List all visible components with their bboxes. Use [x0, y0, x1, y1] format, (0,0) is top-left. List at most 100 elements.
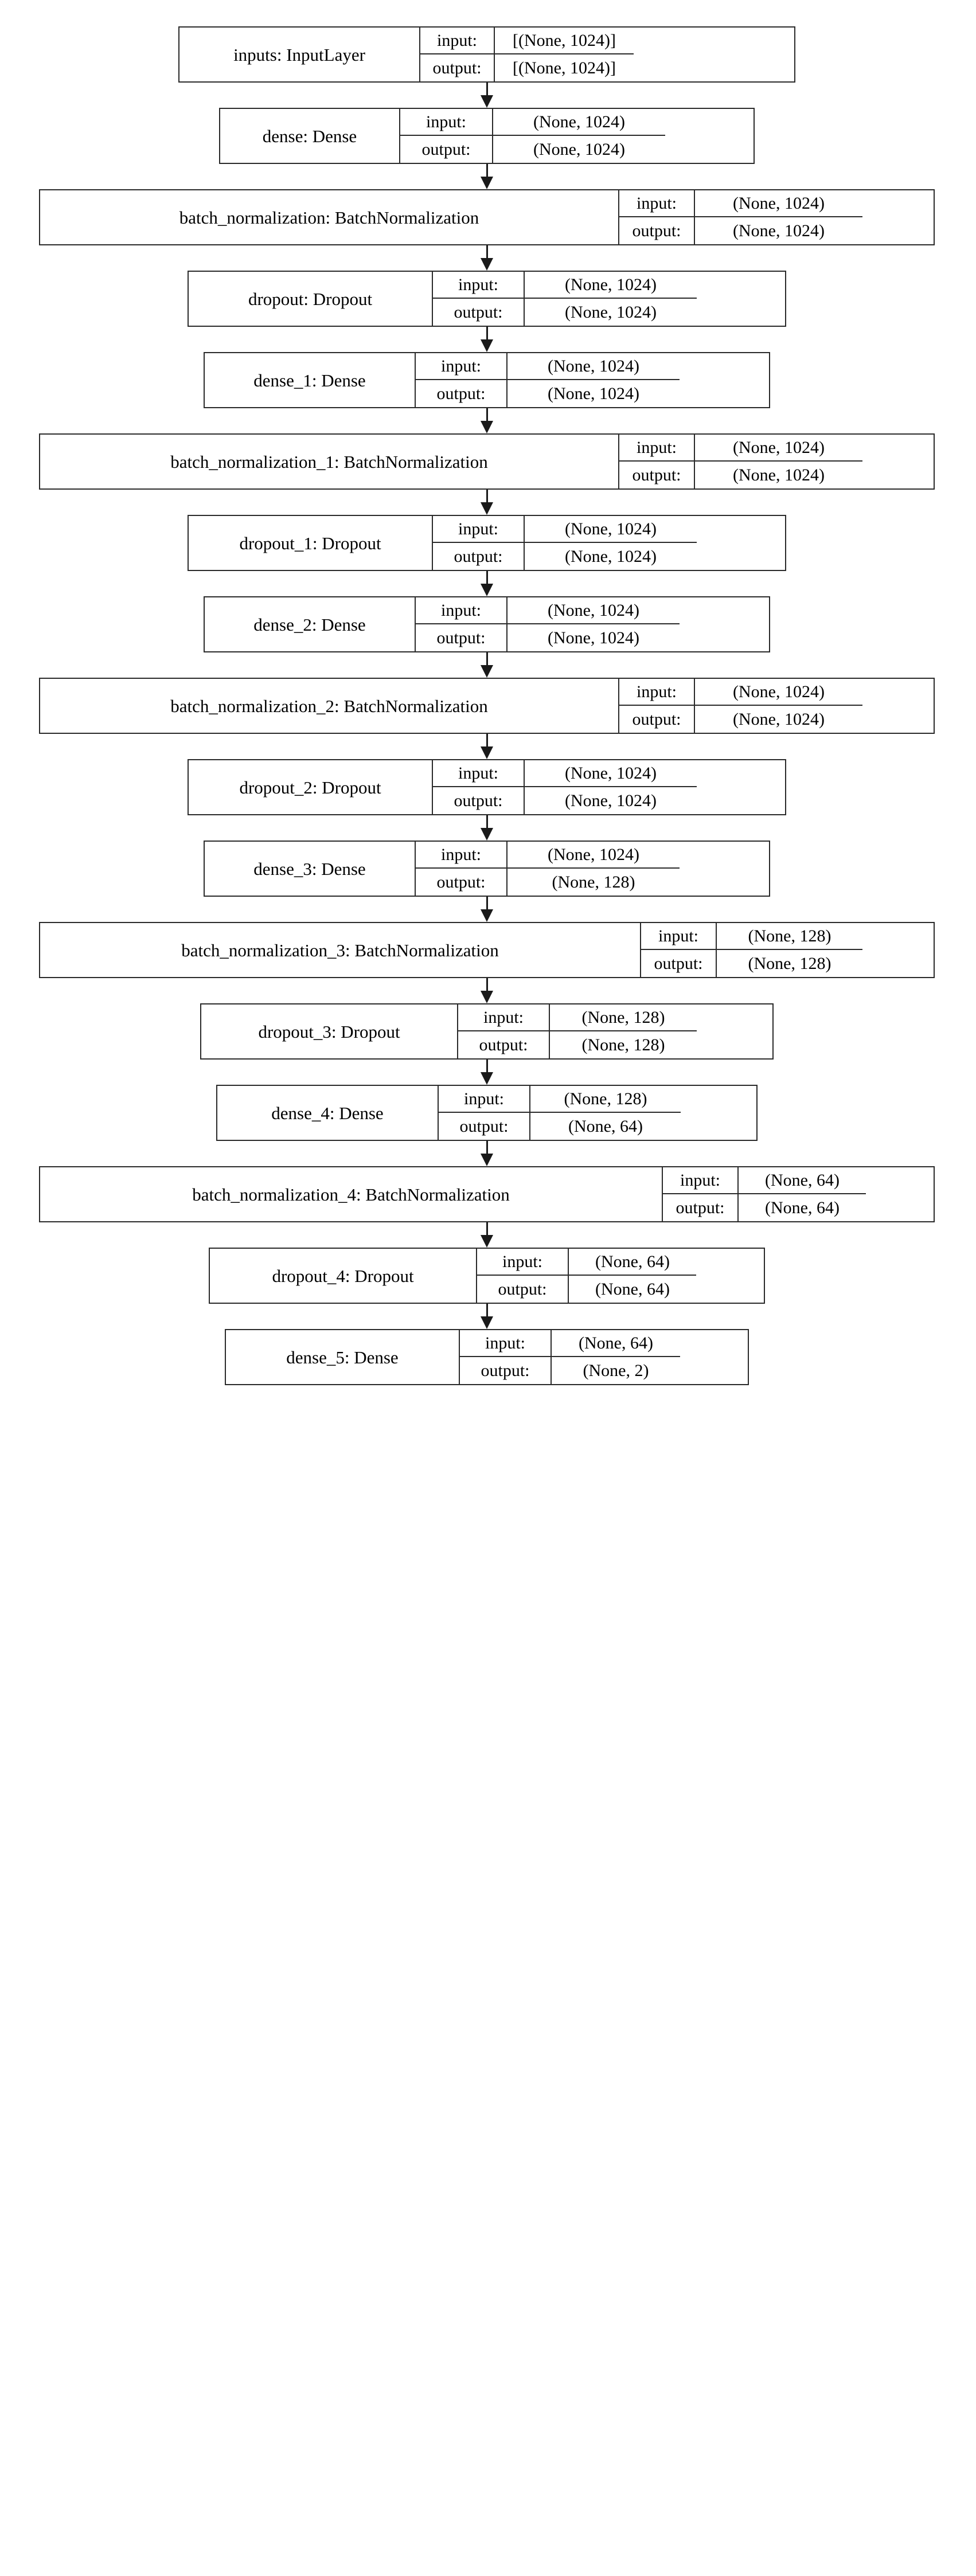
output-label: output:: [479, 1035, 528, 1054]
io-shape-column: (None, 1024)(None, 1024): [506, 597, 680, 651]
edge-arrow: [481, 327, 493, 352]
edge-line: [486, 978, 488, 991]
io-shape-column: (None, 1024)(None, 1024): [506, 353, 680, 407]
io-shape-column: (None, 128) (None, 128): [716, 923, 862, 977]
arrowhead-icon: [481, 1154, 493, 1166]
output-label: output:: [459, 1116, 509, 1136]
edge-line: [486, 815, 488, 828]
io-shape-column: [(None, 1024)][(None, 1024)]: [494, 28, 634, 81]
input-label: input:: [663, 1167, 737, 1194]
layer-name: dropout: Dropout: [248, 288, 373, 309]
input-label: input:: [477, 1249, 568, 1276]
input-shape: (None, 128): [717, 923, 862, 950]
output-label: output:: [632, 709, 681, 729]
input-label: input:: [416, 597, 506, 624]
layer-name: batch_normalization_3: BatchNormalizatio…: [181, 940, 499, 960]
io-shape-column: (None, 1024)(None, 1024): [694, 190, 862, 244]
arrowhead-icon: [481, 909, 493, 922]
io-label-column: input:output:: [438, 1086, 529, 1140]
io-label-column: input:output:: [640, 923, 716, 977]
layer-name: dense: Dense: [262, 126, 357, 146]
edge-arrow: [481, 1141, 493, 1166]
output-label: output:: [632, 221, 681, 240]
arrowhead-icon: [481, 502, 493, 515]
layer-node[interactable]: batch_normalization_3: BatchNormalizatio…: [39, 922, 935, 978]
layer-name: batch_normalization_1: BatchNormalizatio…: [170, 451, 488, 472]
edge-arrow: [481, 164, 493, 189]
io-label-column: input:output:: [415, 842, 506, 896]
layer-name: dropout_3: Dropout: [258, 1021, 400, 1042]
layer-node[interactable]: dense_5: Dense input:output:(None, 64)(No…: [225, 1329, 749, 1385]
input-label: input:: [619, 190, 694, 217]
io-label-column: input:output:: [432, 760, 524, 814]
layer-node[interactable]: batch_normalization_2: BatchNormalizatio…: [39, 678, 935, 734]
output-shape: (None, 1024): [565, 546, 657, 566]
layer-node[interactable]: dropout_3: Dropout input: output: (None, 12…: [200, 1003, 774, 1060]
layer-name: inputs: InputLayer: [233, 44, 365, 65]
edge-arrow: [481, 815, 493, 841]
input-shape: (None, 64): [739, 1167, 866, 1194]
io-label-column: input:output:: [415, 597, 506, 651]
input-label: input:: [460, 1330, 551, 1357]
edge-line: [486, 83, 488, 96]
input-shape: (None, 1024): [493, 109, 665, 136]
input-shape: (None, 128): [550, 1004, 697, 1031]
arrowhead-icon: [481, 746, 493, 759]
input-shape: (None, 1024): [695, 435, 862, 462]
input-shape: (None, 128): [530, 1086, 681, 1113]
layer-node[interactable]: batch_normalization_1: BatchNormalizatio…: [39, 433, 935, 490]
input-shape: (None, 64): [569, 1249, 696, 1276]
arrowhead-icon: [481, 1316, 493, 1329]
io-shape-column: (None, 64)(None, 64): [568, 1249, 696, 1303]
input-label: input:: [420, 28, 494, 54]
output-shape: (None, 1024): [548, 384, 639, 403]
edge-line: [486, 1222, 488, 1236]
io-shape-column: (None, 64)(None, 2): [551, 1330, 680, 1384]
io-label-column: input:output:: [399, 109, 492, 163]
io-shape-column: (None, 1024)(None, 1024): [694, 435, 862, 488]
input-label: input:: [619, 435, 694, 462]
edge-arrow: [481, 245, 493, 271]
output-label: output:: [454, 302, 503, 322]
edge-arrow: [481, 897, 493, 922]
arrowhead-icon: [481, 1072, 493, 1085]
io-label-column: input:output:: [415, 353, 506, 407]
edge-line: [486, 245, 488, 259]
edge-line: [486, 164, 488, 177]
input-shape: (None, 1024): [507, 842, 680, 869]
edge-line: [486, 897, 488, 910]
io-label-column: input:output:: [432, 516, 524, 570]
layer-name: batch_normalization_4: BatchNormalizatio…: [192, 1184, 510, 1205]
output-shape: (None, 64): [765, 1198, 840, 1217]
output-label: output:: [421, 139, 471, 159]
io-shape-column: (None, 1024)(None, 1024): [694, 679, 862, 733]
layer-node[interactable]: batch_normalization_4: BatchNormalizatio…: [39, 1166, 935, 1222]
io-label-column: input:output:: [459, 1330, 551, 1384]
arrowhead-icon: [481, 421, 493, 433]
output-label: output:: [454, 546, 503, 566]
input-shape: (None, 64): [552, 1330, 680, 1357]
output-shape: (None, 128): [748, 953, 831, 973]
io-label-column: input:output:: [618, 435, 694, 488]
input-label: input:: [458, 1004, 549, 1031]
input-shape: (None, 1024): [525, 516, 697, 543]
io-label-column: input: output:: [457, 1004, 549, 1058]
edge-line: [486, 734, 488, 747]
layer-name: dense_5: Dense: [286, 1347, 399, 1367]
output-shape: (None, 1024): [565, 302, 657, 322]
output-shape: (None, 128): [581, 1035, 665, 1054]
edge-arrow: [481, 652, 493, 678]
edge-arrow: [481, 83, 493, 108]
